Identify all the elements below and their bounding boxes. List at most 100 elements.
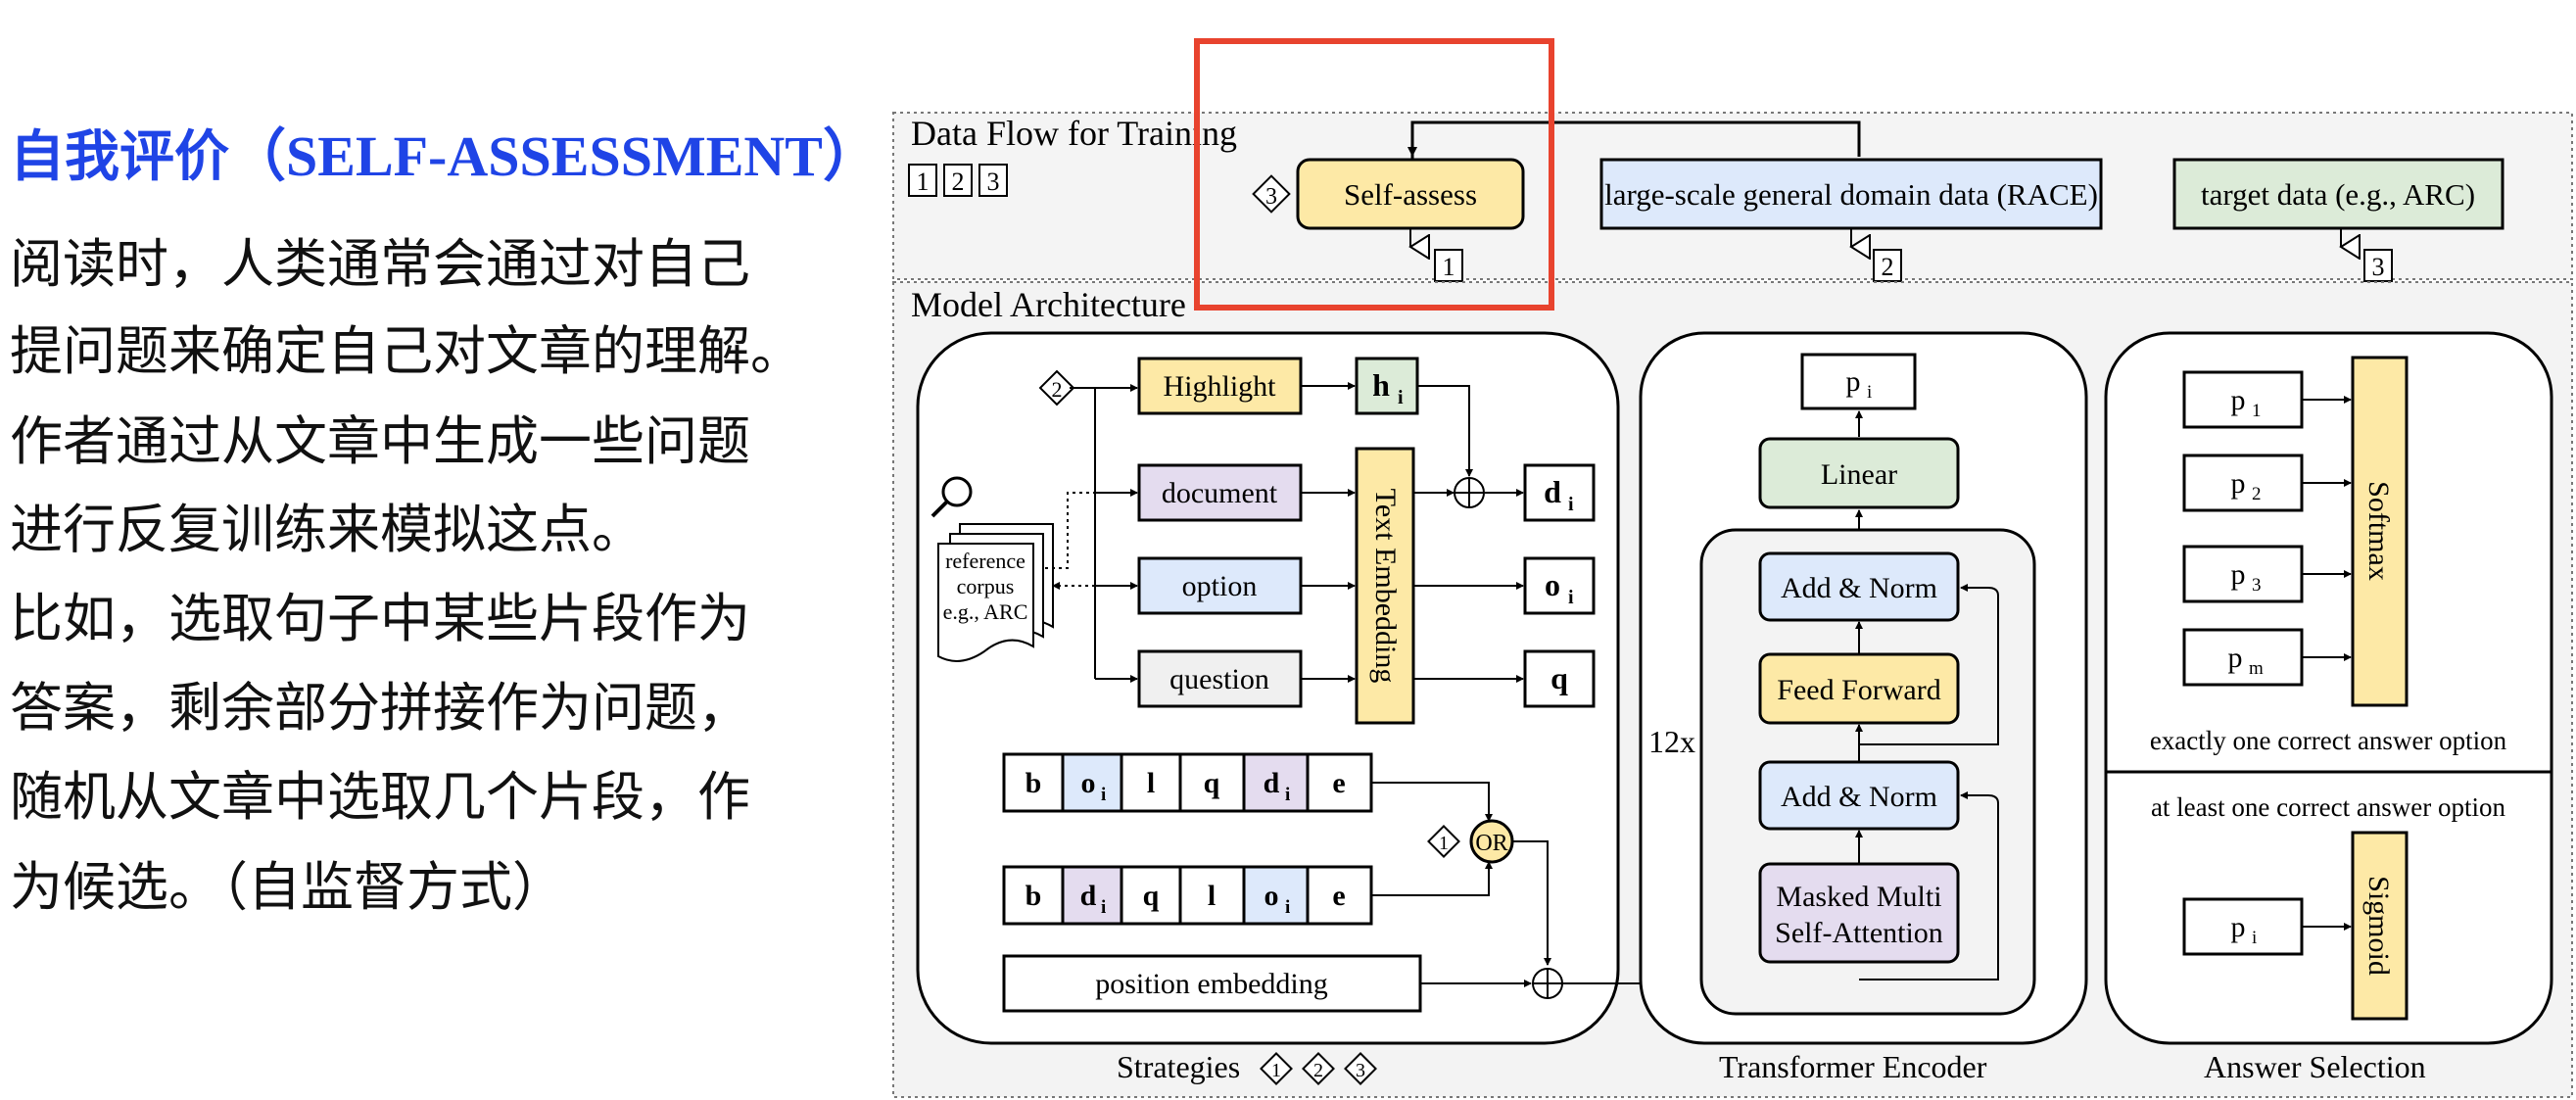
transformer-caption: Transformer Encoder <box>1719 1049 1987 1084</box>
step-label: 2 <box>1882 253 1894 281</box>
self-assess-node: Self-assess 3 1 <box>1252 120 1861 282</box>
step-diamond <box>1252 174 1291 214</box>
masked-attention-label: Masked Multi <box>1776 881 1941 913</box>
p-box <box>2182 628 2304 687</box>
seq-token-label: b <box>1026 880 1042 912</box>
p-i-output-box <box>1800 353 1917 410</box>
left-text-panel: 自我评价（SELF-ASSESSMENT） 阅读时，人类通常会通过对自己 提问题… <box>0 0 882 1100</box>
step-box <box>978 164 1008 197</box>
seq-token-sub: i <box>1101 897 1106 918</box>
or-label: OR <box>1475 831 1507 856</box>
target-data-node: target data (e.g., ARC) 3 <box>2172 158 2504 282</box>
o-i-label: o <box>1545 567 1560 602</box>
highlight-frame <box>1194 38 1554 311</box>
transformer-panel: p i Linear 12x Add & Norm Feed Forward A… <box>1639 331 2088 1084</box>
corpus-label: corpus <box>957 574 1015 598</box>
seq-token-label: b <box>1026 767 1042 799</box>
seq2-to-or <box>1371 861 1493 896</box>
title-chinese: 自我评价 <box>10 125 229 189</box>
p-label: p <box>2231 911 2246 943</box>
step-diamond <box>1427 825 1460 858</box>
step-diamond <box>1344 1052 1377 1085</box>
race-data-label: large-scale general domain data (RACE) <box>1604 177 2098 212</box>
q-label: q <box>1550 660 1568 695</box>
sigmoid-label: Sigmoid <box>2362 876 2395 976</box>
sigmoid-box <box>2351 831 2409 1021</box>
step-label: 2 <box>952 167 965 196</box>
model-architecture-title: Model Architecture <box>911 285 1186 324</box>
strategies-panel: 2 Highlight document option question ref… <box>916 331 1863 1085</box>
step-diamond <box>1302 1052 1335 1085</box>
step-diamond <box>1038 369 1075 407</box>
self-assess-label: Self-assess <box>1344 177 1477 212</box>
answer-selection-caption: Answer Selection <box>2204 1049 2426 1084</box>
linear-label: Linear <box>1821 458 1897 491</box>
seq-token-sub: i <box>1101 785 1106 805</box>
d-i-sub: i <box>1568 494 1574 515</box>
p-sub: i <box>2252 928 2257 948</box>
data-flow-panel: Data Flow for Training 1 2 3 Self-assess… <box>892 112 2573 282</box>
seq-token-label: d <box>1264 767 1280 799</box>
body-line: 随机从文章中选取几个片段，作 <box>10 766 750 828</box>
race-data-node: large-scale general domain data (RACE) 2 <box>1599 158 2103 282</box>
answer-selection-panel: p 1 p 2 p 3 p m Softmax exactly one corr… <box>2104 331 2553 1084</box>
seq-token <box>1306 752 1373 813</box>
text-embedding-box <box>1355 447 1415 725</box>
seq-token <box>1120 865 1182 926</box>
seq-token-label: e <box>1332 880 1345 912</box>
body-line: 作者通过从文章中生成一些问题 <box>10 410 750 472</box>
reference-corpus: reference corpus e.g., ARC <box>930 476 1137 662</box>
step-diamond-label: 2 <box>1052 377 1063 402</box>
seq-token <box>1306 865 1373 926</box>
sequence-row-2: b d i q l o i e <box>1002 865 1373 926</box>
target-data-label: target data (e.g., ARC) <box>2201 177 2475 212</box>
step-diamond-label: 3 <box>1356 1060 1365 1081</box>
seq-token-label: q <box>1143 880 1160 912</box>
corpus-link <box>1043 492 1137 569</box>
slide-title: 自我评价（SELF-ASSESSMENT） <box>10 110 880 192</box>
p-sub: 1 <box>2252 401 2262 421</box>
title-english: （SELF-ASSESSMENT） <box>229 124 880 188</box>
step-box <box>2363 249 2393 282</box>
seq-token <box>1002 752 1065 813</box>
model-architecture-panel: Model Architecture 2 Highlight document … <box>892 281 2573 1098</box>
position-embedding-box <box>1002 954 1422 1013</box>
option-label: option <box>1182 570 1258 602</box>
step-diamond-label: 1 <box>1439 833 1449 854</box>
softmax-box <box>2351 356 2409 707</box>
corpus-label: e.g., ARC <box>943 599 1028 624</box>
o-i-sub: i <box>1568 587 1574 608</box>
magnifier-icon <box>930 476 973 518</box>
exactly-one-label: exactly one correct answer option <box>2150 726 2507 755</box>
h-i-label: h <box>1372 367 1390 403</box>
or-to-sum <box>1512 840 1551 966</box>
seq-token-label: o <box>1264 880 1279 912</box>
body-line: 比如，选取句子中某些片段作为 <box>10 588 750 649</box>
seq-token <box>1242 752 1310 813</box>
p-label: p <box>2228 642 2243 674</box>
residual-2 <box>1859 584 1999 745</box>
softmax-label: Softmax <box>2362 481 2395 581</box>
residual-1 <box>1859 791 1999 980</box>
seq-token <box>1061 752 1123 813</box>
seq-token-label: e <box>1332 767 1345 799</box>
seq1-to-or <box>1371 782 1493 822</box>
d-i-box <box>1523 463 1596 522</box>
add-norm-label: Add & Norm <box>1781 572 1937 604</box>
p-box <box>2182 545 2304 603</box>
highlight-label: Highlight <box>1163 370 1276 403</box>
document-box <box>1137 463 1303 522</box>
seq-token-label: l <box>1147 767 1155 799</box>
sequence-row-1: b o i l q d i e <box>1002 752 1373 813</box>
step-label: 1 <box>917 167 930 196</box>
question-label: question <box>1169 663 1269 695</box>
step-label: 1 <box>1443 253 1455 281</box>
seq-token <box>1120 752 1182 813</box>
seq-token-label: l <box>1208 880 1216 912</box>
seq-token-sub: i <box>1285 897 1290 918</box>
body-line: 答案，剩余部分拼接作为问题， <box>10 677 750 739</box>
add-norm-label: Add & Norm <box>1781 781 1937 813</box>
feed-forward-label: Feed Forward <box>1777 674 1940 706</box>
q-box <box>1523 649 1596 708</box>
o-i-box <box>1523 556 1596 615</box>
